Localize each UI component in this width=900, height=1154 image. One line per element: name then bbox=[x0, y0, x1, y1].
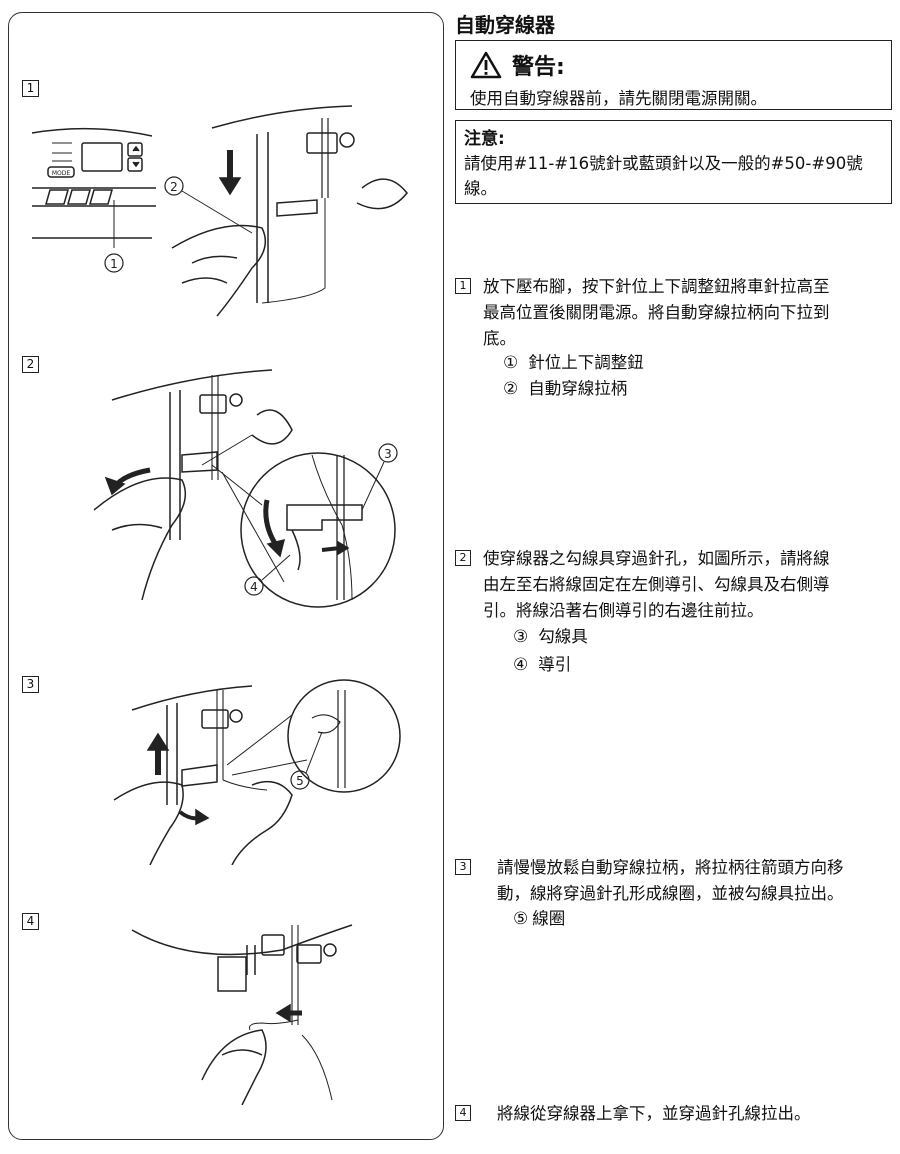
sub-label: 線圈 bbox=[532, 909, 566, 928]
sub-marker: ③ bbox=[513, 627, 529, 647]
step-2-text: 使穿線器之勾線具穿過針孔，如圖所示，請將線 由左至右將線固定在左側導引、勾線具及… bbox=[483, 546, 830, 624]
step-4-number: 4 bbox=[455, 1105, 471, 1121]
figure-number-1: 1 bbox=[22, 80, 39, 97]
figure-number-4: 4 bbox=[22, 913, 39, 930]
warning-box: 警告: 使用自動穿線器前，請先關閉電源開關。 bbox=[455, 40, 892, 110]
warning-text: 使用自動穿線器前，請先關閉電源開關。 bbox=[470, 89, 767, 108]
step-2-line-2: 由左至右將線固定在左側導引、勾線具及右側導 bbox=[483, 575, 830, 594]
step-2-sub-1: ③ 勾線具 bbox=[513, 624, 588, 650]
step-3-line-2: 動，線將穿過針孔形成線圈，並被勾線具拉出。 bbox=[497, 884, 844, 903]
figure-3-illustration: 5 bbox=[22, 670, 422, 866]
step-1-line-1: 放下壓布腳，按下針位上下調整鈕將車針拉高至 bbox=[483, 277, 830, 296]
callout-3: 3 bbox=[384, 447, 392, 461]
sub-marker: ② bbox=[503, 379, 519, 399]
note-label: 注意: bbox=[464, 129, 505, 149]
sub-label: 自動穿線拉柄 bbox=[528, 379, 628, 398]
step-3-number: 3 bbox=[455, 859, 471, 875]
step-1-number: 1 bbox=[455, 278, 471, 294]
step-4-text: 將線從穿線器上拿下，並穿過針孔線拉出。 bbox=[497, 1101, 811, 1127]
page-title: 自動穿線器 bbox=[455, 13, 555, 37]
sub-label: 導引 bbox=[538, 655, 572, 674]
warning-triangle-icon bbox=[470, 51, 502, 79]
illustration-panel bbox=[8, 12, 444, 1140]
sub-label: 勾線具 bbox=[538, 627, 588, 646]
figure-2-illustration: 3 4 bbox=[22, 360, 422, 645]
step-2-line-3: 引。將線沿著右側導引的右邊往前拉。 bbox=[483, 601, 764, 620]
step-1-line-2: 最高位置後關閉電源。將自動穿線拉柄向下拉到 bbox=[483, 303, 830, 322]
step-2-line-1: 使穿線器之勾線具穿過針孔，如圖所示，請將線 bbox=[483, 549, 830, 568]
figure-1-illustration: MODE 1 2 bbox=[22, 88, 422, 318]
note-box: 注意: 請使用#11-#16號針或藍頭針以及一般的#50-#90號 線。 bbox=[455, 120, 892, 204]
mode-button-label: MODE bbox=[52, 170, 71, 177]
figure-number-3: 3 bbox=[22, 676, 39, 693]
sub-marker: ⑤ bbox=[513, 909, 529, 929]
figure-4-illustration bbox=[22, 905, 422, 1106]
step-1-sub-2: ② 自動穿線拉柄 bbox=[503, 376, 627, 402]
step-1-line-3: 底。 bbox=[483, 329, 516, 348]
step-3-line-1: 請慢慢放鬆自動穿線拉柄，將拉柄往箭頭方向移 bbox=[497, 858, 844, 877]
note-line-2: 線。 bbox=[464, 179, 497, 198]
callout-2: 2 bbox=[170, 180, 178, 194]
sub-label: 針位上下調整鈕 bbox=[528, 353, 644, 372]
sub-marker: ① bbox=[503, 353, 519, 373]
sub-marker: ④ bbox=[513, 655, 529, 675]
callout-4: 4 bbox=[250, 580, 258, 594]
step-1-text: 放下壓布腳，按下針位上下調整鈕將車針拉高至 最高位置後關閉電源。將自動穿線拉柄向… bbox=[483, 274, 830, 352]
callout-5: 5 bbox=[296, 774, 304, 788]
step-3-text: 請慢慢放鬆自動穿線拉柄，將拉柄往箭頭方向移 動，線將穿過針孔形成線圈，並被勾線具… bbox=[497, 855, 844, 907]
figure-number-2: 2 bbox=[22, 356, 39, 373]
step-2-sub-2: ④ 導引 bbox=[513, 652, 571, 678]
step-1-sub-1: ① 針位上下調整鈕 bbox=[503, 350, 644, 376]
warning-label: 警告: bbox=[512, 55, 565, 80]
note-line-1: 請使用#11-#16號針或藍頭針以及一般的#50-#90號 bbox=[464, 154, 863, 173]
callout-1: 1 bbox=[110, 257, 118, 271]
step-2-number: 2 bbox=[455, 550, 471, 566]
step-4-line-1: 將線從穿線器上拿下，並穿過針孔線拉出。 bbox=[497, 1104, 811, 1123]
warning-header: 警告: bbox=[470, 49, 565, 81]
